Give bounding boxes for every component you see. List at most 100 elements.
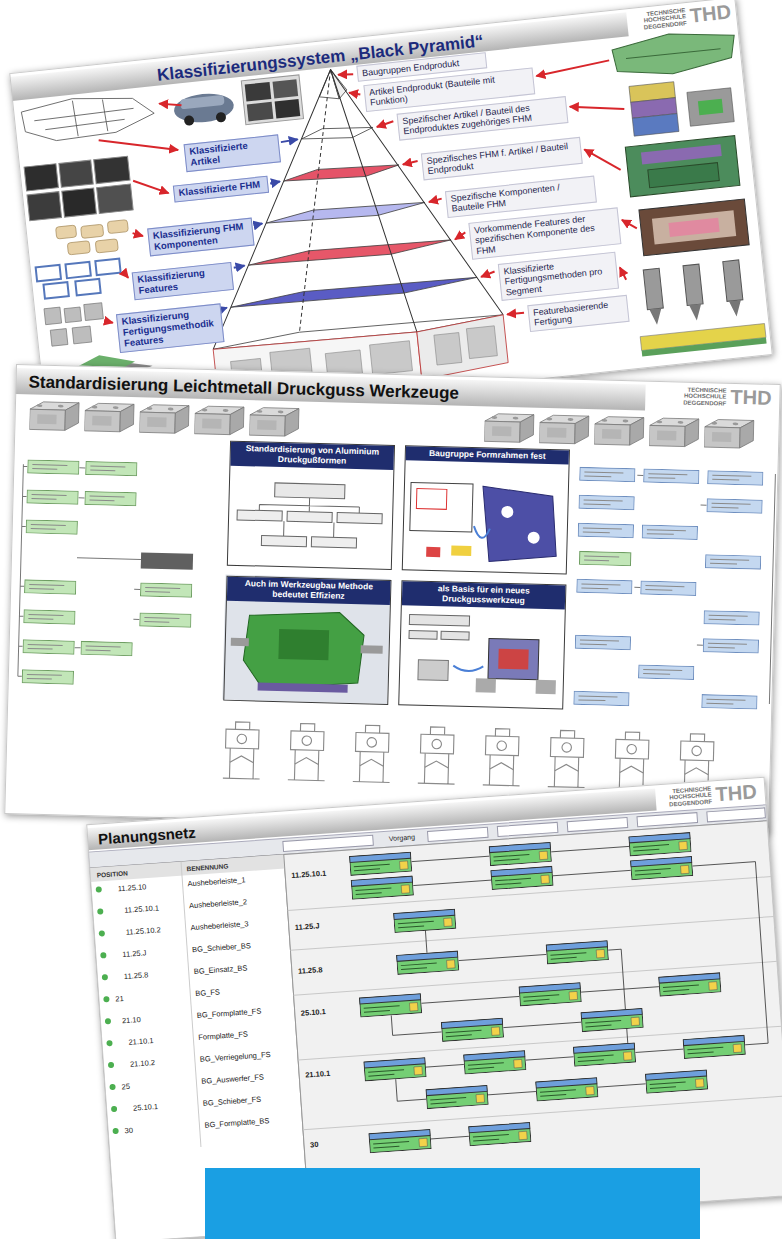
label-text: Klassifizierung Features	[137, 265, 229, 296]
parts-photo	[241, 75, 303, 125]
label-text: Klassifizierte FHM	[178, 179, 264, 199]
mold-model	[698, 99, 723, 115]
arrows	[376, 121, 393, 127]
logo-mark: THD	[730, 387, 772, 408]
arrows	[622, 218, 637, 229]
title-bar	[10, 12, 629, 101]
label-box: Klassifizierte FHM	[173, 176, 269, 203]
structure-tree-right	[574, 691, 629, 705]
mold-model	[687, 88, 734, 126]
slide-title: Planungsnetz	[98, 824, 196, 848]
mold-plates	[649, 418, 699, 447]
toolbar	[637, 813, 698, 827]
image-panel: als Basis für ein neues Druckgusswerkzeu…	[398, 580, 566, 709]
structure-tree-left	[18, 464, 144, 679]
panel-basis	[488, 639, 539, 680]
tree-panel	[105, 1018, 111, 1024]
panel-formrahmen	[401, 444, 569, 573]
tree-name: BG_Auswerfer_FS	[201, 1073, 264, 1086]
structure-tree-left	[26, 520, 77, 534]
arrows	[124, 272, 129, 278]
grey-parts	[72, 326, 92, 344]
dark-parts	[27, 192, 62, 221]
tree-position: 11.25.8	[124, 971, 149, 981]
pyramid-layers	[230, 273, 478, 311]
panel-standardisierung	[226, 440, 394, 569]
tool-figures	[649, 300, 742, 326]
pyramid-edges	[272, 70, 357, 333]
tree-name: BG_Einsatz_BS	[193, 964, 247, 976]
tree-position: 11.25.10.2	[126, 926, 161, 937]
panel-standardisierung	[337, 513, 382, 524]
network-links	[381, 838, 773, 1141]
toolbar-label: Vorgang	[389, 833, 416, 842]
task-boxes	[536, 1078, 598, 1101]
slide-title: Standardisierung Leichtmetall Druckguss …	[28, 372, 459, 403]
toolbar	[497, 822, 558, 836]
car-photo	[173, 91, 236, 127]
structure-tree-right	[704, 611, 759, 625]
label-text: Klassifizierung FHM Komponenten	[152, 221, 249, 253]
logo-text: TECHNISCHE HOCHSCHULE DEGGENDORF	[676, 386, 726, 406]
panel-standardisierung	[261, 536, 306, 547]
panel-formrahmen	[410, 482, 473, 532]
task-boxes	[369, 1130, 431, 1153]
row-label: 25.10.1	[301, 1007, 327, 1018]
structure-tree-right	[577, 579, 632, 593]
arrows	[620, 267, 626, 280]
image-panel: Auch im Werkzeugbau Methode bedeutet Eff…	[223, 576, 391, 705]
task-boxes	[631, 857, 693, 880]
task-boxes	[351, 876, 413, 899]
task-boxes	[489, 842, 551, 865]
mold-model	[629, 76, 735, 136]
structure-tree-left	[140, 583, 191, 597]
frame-parts	[95, 259, 120, 275]
panel-basis	[476, 678, 496, 693]
mold-plates	[484, 413, 534, 442]
structure-tree-left	[28, 460, 79, 474]
row-label: 11.25.8	[298, 965, 323, 976]
task-boxes	[426, 1085, 488, 1108]
structure-tree-left	[140, 613, 191, 627]
tree-panel	[103, 996, 109, 1002]
structure-tree-left	[81, 641, 132, 655]
dashboard-drawing	[33, 94, 136, 140]
structure-tree-right	[642, 525, 697, 539]
structure-tree-left	[18, 460, 196, 687]
panel-basis	[397, 579, 565, 708]
beige-parts	[81, 224, 104, 238]
panel-standardisierung	[311, 537, 356, 548]
network-links	[381, 838, 773, 1141]
panel-header: Auch im Werkzeugbau Methode bedeutet Eff…	[227, 577, 391, 605]
arrows	[133, 232, 143, 237]
level-arrows	[270, 181, 280, 183]
task-boxes	[491, 866, 553, 889]
pyramid-layers	[265, 198, 425, 227]
tree-position: 11.25.10.1	[124, 904, 159, 915]
logo-text: TECHNISCHE HOCHSCHULE DEGGENDORF	[635, 7, 687, 31]
tree-panel	[112, 1128, 118, 1134]
tree-position: 11.25.J	[122, 949, 147, 959]
task-boxes	[441, 1018, 503, 1041]
dark-parts	[97, 184, 134, 213]
tree-position: 21.10.2	[130, 1059, 156, 1069]
arrows	[536, 60, 610, 76]
tree-panel	[97, 908, 103, 914]
frame-parts	[75, 279, 100, 295]
tree-panel	[108, 1062, 114, 1068]
row-label: 21.10.1	[305, 1069, 331, 1080]
task-boxes	[350, 830, 751, 1153]
tree-position: 21	[115, 995, 124, 1004]
tool-figures	[723, 260, 743, 301]
frame-parts	[36, 265, 61, 281]
panel-standardisierung	[287, 511, 332, 522]
task-boxes	[645, 1070, 707, 1093]
parts-photo	[245, 82, 272, 102]
level-arrows	[234, 266, 245, 268]
dashboard-drawing	[20, 90, 155, 144]
beige-parts	[95, 239, 118, 253]
mold-model	[632, 114, 679, 137]
structure-tree-right	[644, 469, 699, 483]
level-arrows	[281, 139, 298, 142]
tree-panel	[106, 1040, 112, 1046]
